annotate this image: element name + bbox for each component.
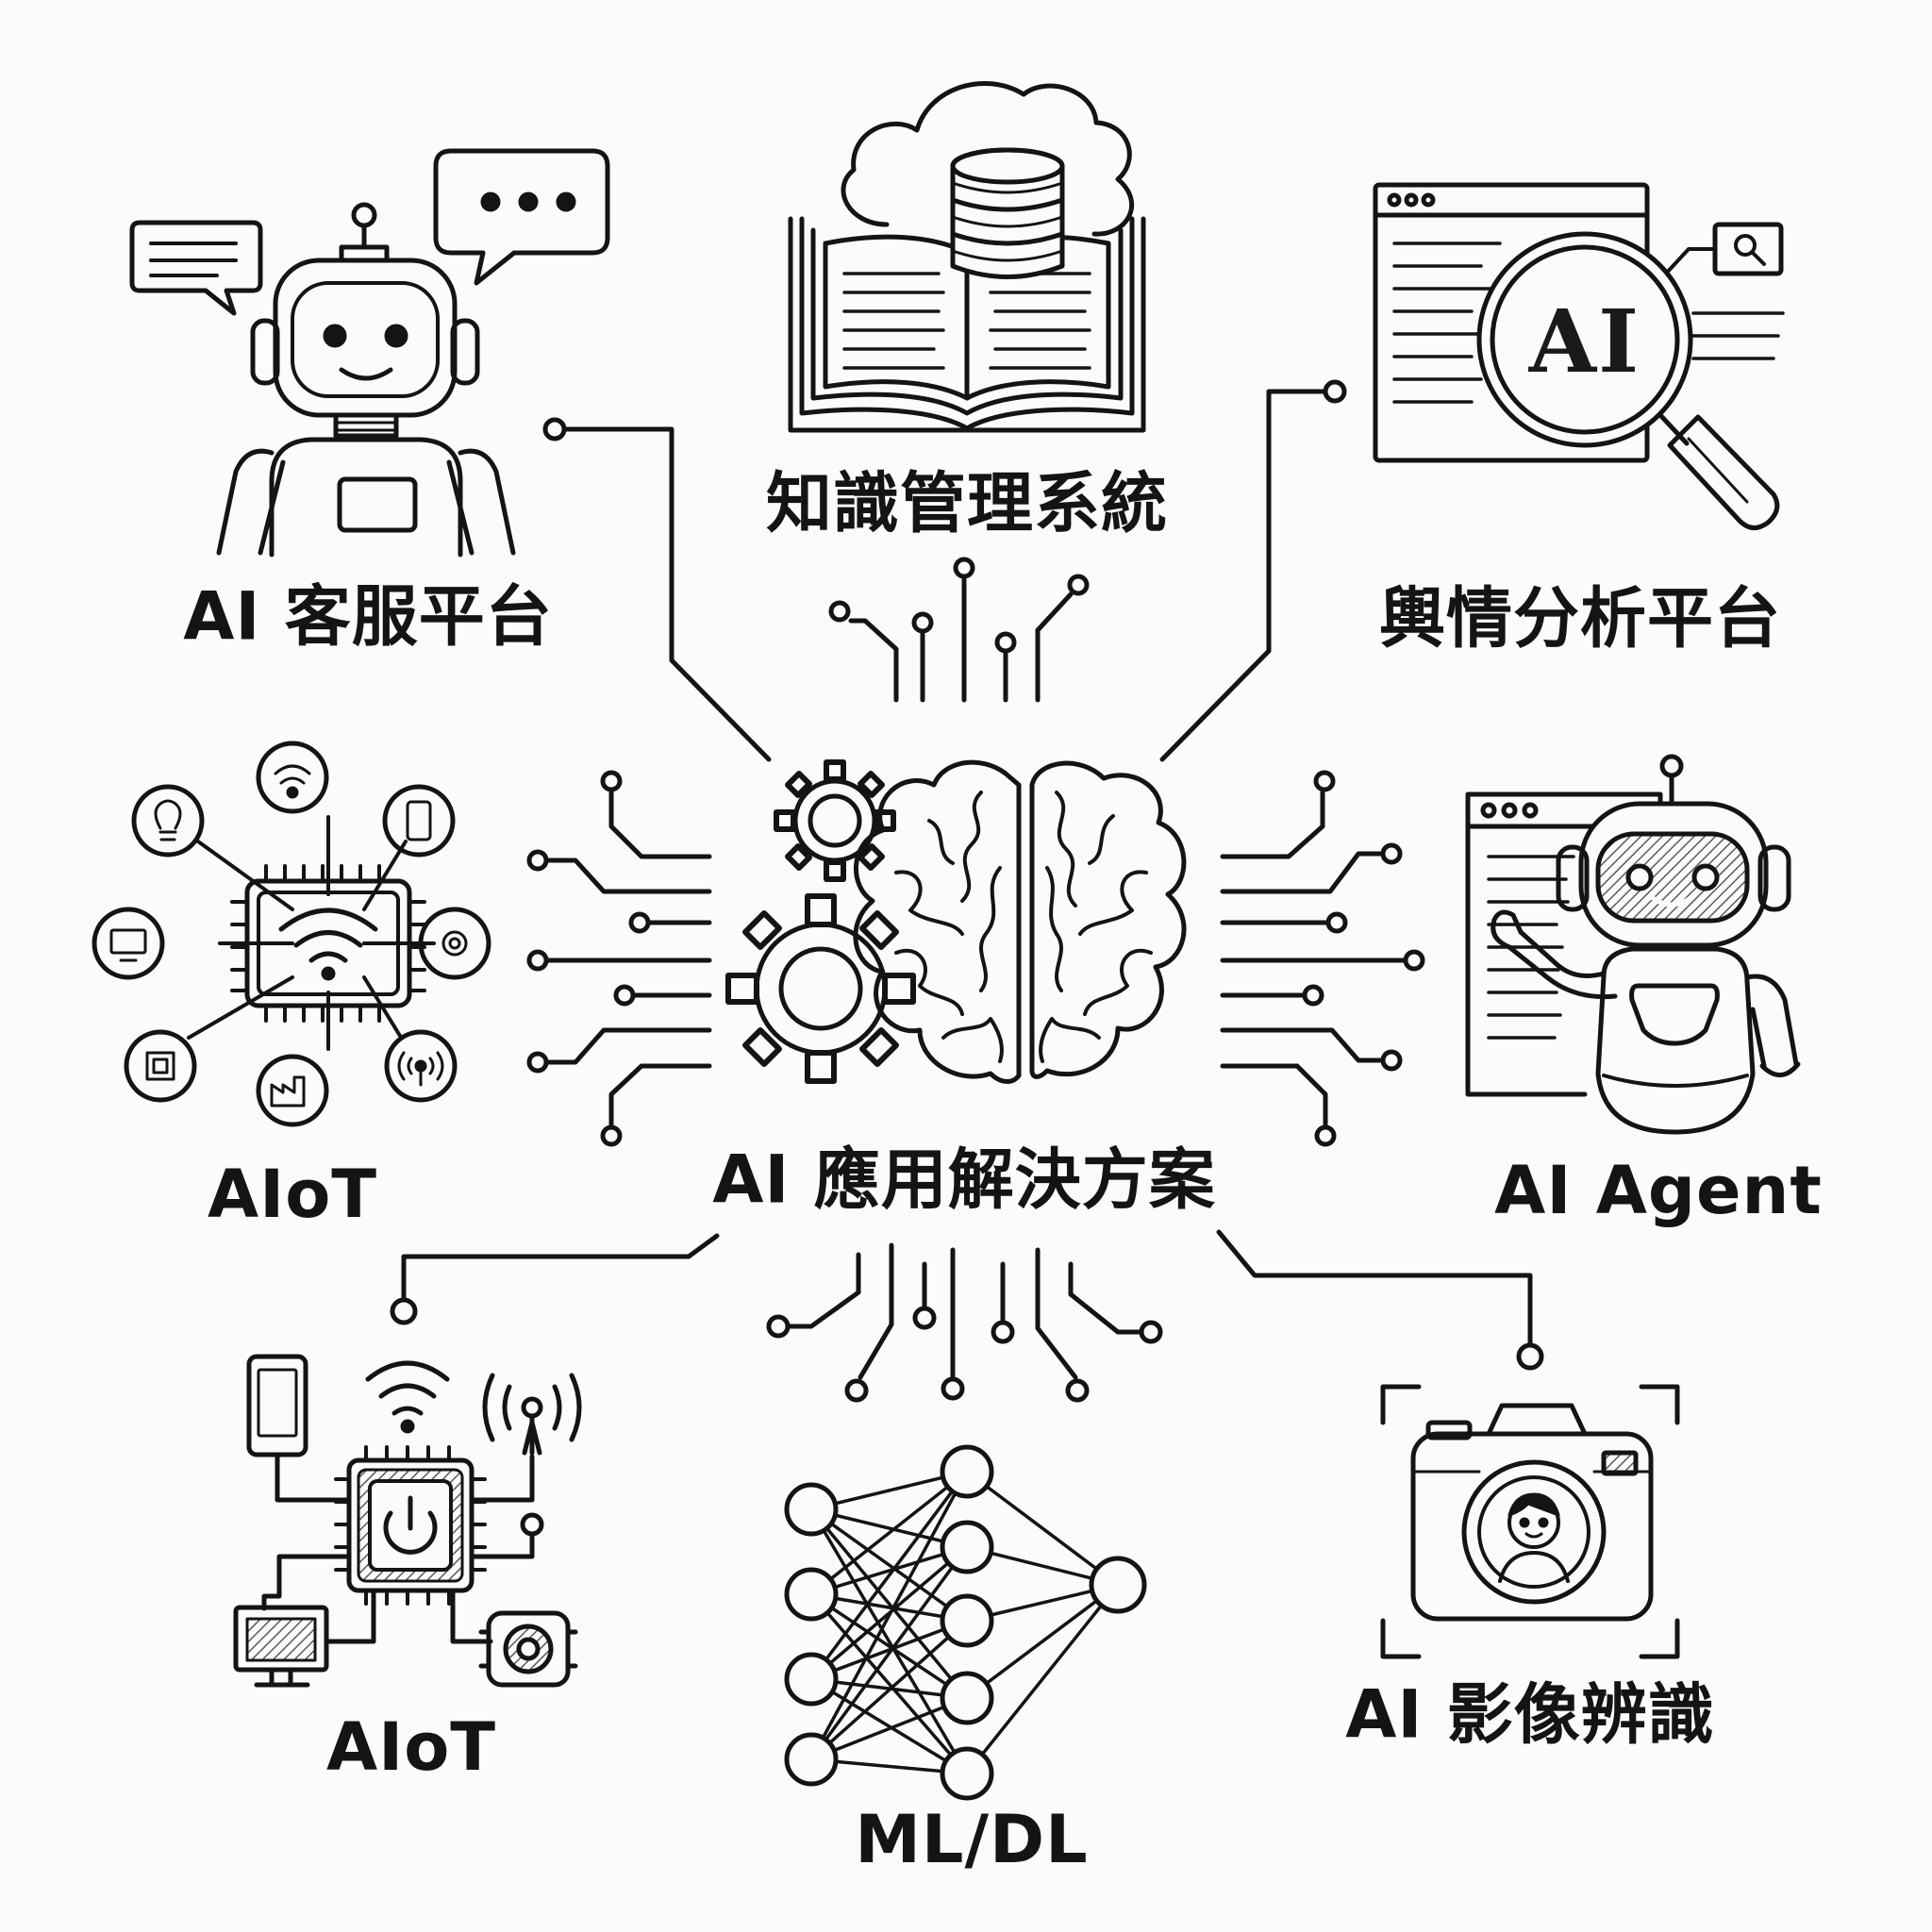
label-ai-agent: AI Agent xyxy=(1494,1152,1823,1229)
brain-gears-icon xyxy=(725,759,1187,1084)
label-sentiment-analysis: 輿情分析平台 xyxy=(1379,579,1781,658)
label-ai-image-recognition: AI 影像辨識 xyxy=(1345,1675,1715,1754)
label-center-ai-solutions: AI 應用解決方案 xyxy=(712,1141,1216,1219)
label-knowledge-management: 知識管理系統 xyxy=(766,464,1168,542)
agent-robot-icon xyxy=(1465,754,1801,1135)
ai-badge: AI xyxy=(1528,291,1641,392)
magnifier-browser-icon xyxy=(1373,182,1785,530)
connector-lines xyxy=(390,379,1544,1403)
label-aiot-bottom: AIoT xyxy=(325,1708,497,1786)
camera-face-icon xyxy=(1380,1384,1680,1659)
label-ml-dl: ML/DL xyxy=(855,1801,1089,1878)
neural-network-icon xyxy=(784,1444,1147,1801)
book-cloud-database-icon xyxy=(788,80,1146,433)
label-aiot-top: AIoT xyxy=(207,1156,378,1233)
chatbot-robot-icon xyxy=(129,148,610,558)
power-chip-devices-icon xyxy=(233,1354,582,1688)
label-ai-customer-service: AI 客服平台 xyxy=(183,577,553,656)
iot-chip-network-icon xyxy=(92,741,491,1127)
